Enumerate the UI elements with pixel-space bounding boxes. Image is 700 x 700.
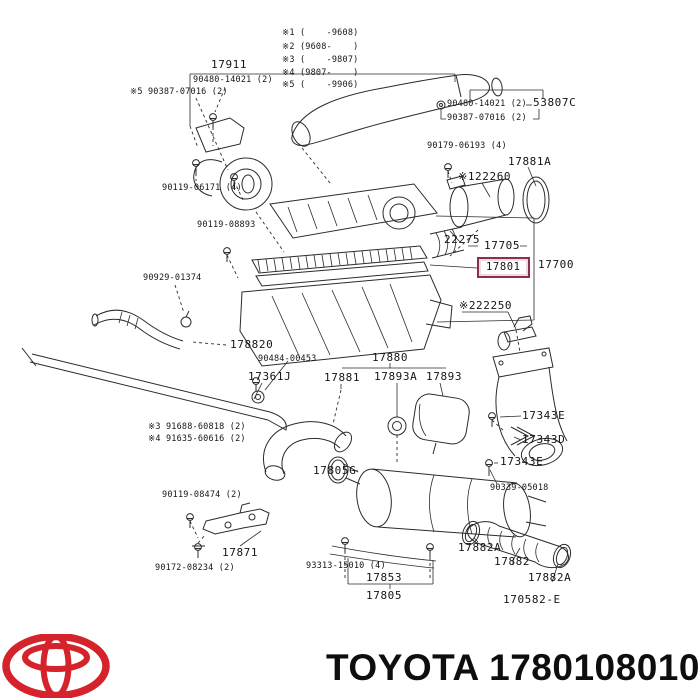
- part-label: 90119-08893: [197, 220, 256, 230]
- part-number: 1780108010: [489, 647, 700, 688]
- part-label: 17700: [538, 258, 575, 271]
- part-label: 17871: [222, 546, 259, 559]
- part-label: 17881A: [508, 155, 552, 168]
- part-label: 17881: [324, 371, 361, 384]
- part-label: 22275: [444, 233, 481, 246]
- part-label: 93313-15010 (4): [306, 561, 386, 571]
- part-label: 17343D: [522, 433, 566, 446]
- part-label: ※4 (9807- ): [282, 68, 359, 78]
- part-label-highlighted: 17801: [477, 257, 530, 278]
- part-label: 90172-08234 (2): [155, 563, 235, 573]
- part-label: 17805: [366, 589, 403, 602]
- part-pipe-right-art: [492, 315, 568, 467]
- part-label: 90339-05018: [490, 483, 549, 493]
- part-label: ※1 ( -9608): [282, 28, 359, 38]
- part-label: 17343E: [522, 409, 566, 422]
- part-label: 17805G: [313, 464, 357, 477]
- part-intake-duct-art: [291, 74, 503, 147]
- exploded-parts-diagram: ※1 ( -9608) ※2 (9608- ) ※3 ( -9807) ※4 (980…: [21, 28, 577, 606]
- part-air-cleaner-art: [239, 183, 453, 367]
- part-hose-17882-art: [461, 520, 572, 569]
- part-bracket-17871-art: [202, 502, 270, 535]
- footer-part-number: TOYOTA 1780108010: [326, 647, 700, 689]
- toyota-logo-icon: [2, 634, 110, 698]
- part-hose-178820-art: [21, 309, 287, 431]
- part-label: 17361J: [248, 370, 292, 383]
- part-label: 17343E: [500, 455, 544, 468]
- part-label: 90484-00453: [258, 354, 317, 364]
- part-label: 90179-06193 (4): [427, 141, 507, 151]
- part-label: 90387-07016 (2): [447, 113, 527, 123]
- part-resonator-17805-art: [327, 456, 547, 569]
- part-label: ※5 90387-07016 (2): [130, 87, 228, 97]
- part-label: 17853: [366, 571, 403, 584]
- part-label: ※2 (9608- ): [282, 42, 359, 52]
- part-label: 90929-01374: [143, 273, 202, 283]
- diagram-line-art: [21, 73, 572, 589]
- part-label: ※222250: [459, 299, 513, 312]
- part-label: 170582-E: [503, 593, 561, 606]
- part-label: 17882: [494, 555, 531, 568]
- part-label: ※3 ( -9807): [282, 55, 359, 65]
- part-label: ※122260: [458, 170, 512, 183]
- part-17880-group-art: [263, 393, 470, 481]
- part-label: 17880: [372, 351, 409, 364]
- part-label: 90480-14021 (2): [193, 75, 273, 85]
- part-17911-art: [193, 117, 273, 211]
- part-label: 53807C: [533, 96, 577, 109]
- part-label: 17893: [426, 370, 463, 383]
- part-label: 17705: [484, 239, 521, 252]
- part-label: 17911: [211, 58, 248, 71]
- part-label: ※3 91688-60818 (2): [148, 422, 246, 432]
- brand-name: TOYOTA: [326, 647, 479, 688]
- part-label: 90119-08474 (2): [162, 490, 242, 500]
- part-label: ※4 91635-60616 (2): [148, 434, 246, 444]
- part-label: 90480-14021 (2): [447, 99, 527, 109]
- part-label: 17882A: [528, 571, 572, 584]
- part-label: ※5 ( -9906): [282, 80, 359, 90]
- part-label: 178820: [230, 338, 274, 351]
- part-label: 17882A: [458, 541, 502, 554]
- part-label: 17893A: [374, 370, 418, 383]
- leader-lines: [189, 73, 559, 589]
- part-label: 90119-06171 (4): [162, 183, 242, 193]
- dashed-lines: [174, 87, 521, 580]
